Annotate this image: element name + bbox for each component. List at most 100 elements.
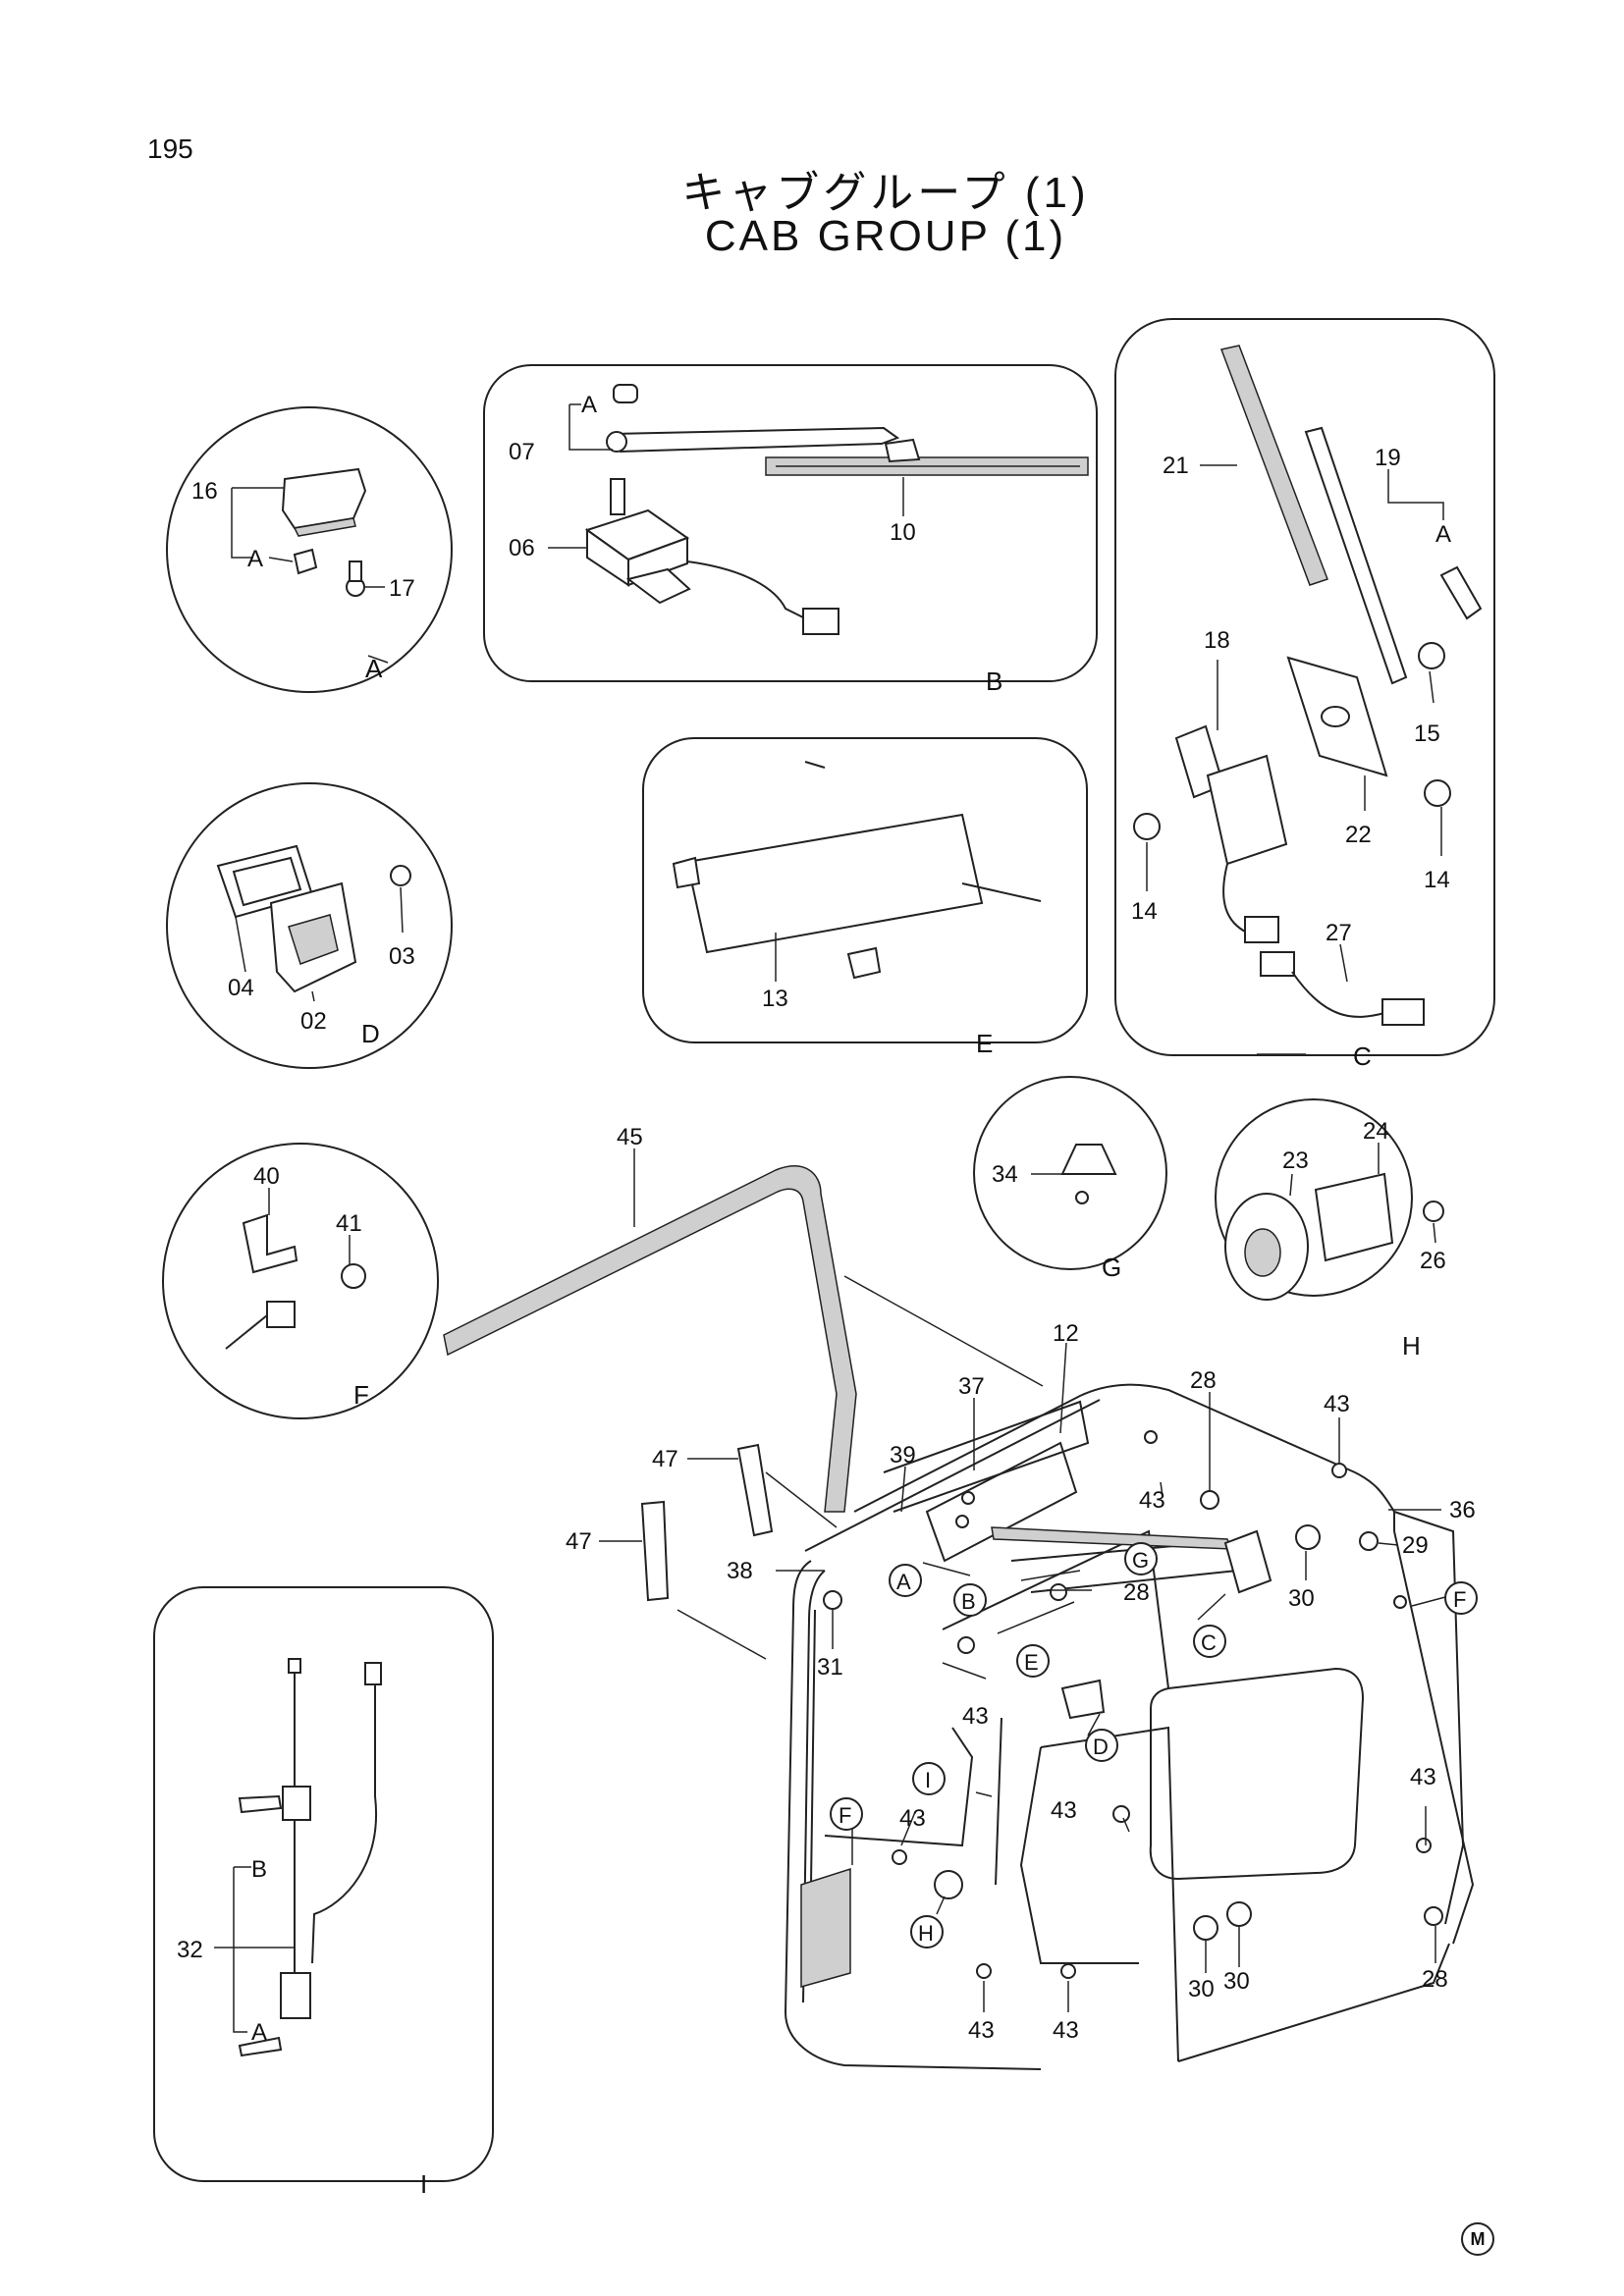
callout-31: 31 (817, 1654, 843, 1681)
detail-d-frame (166, 782, 453, 1069)
ref-circle-a: A (896, 1570, 911, 1594)
bracket-40-part (242, 1213, 298, 1274)
callout-39: 39 (890, 1442, 916, 1468)
callout-27: 27 (1326, 920, 1352, 946)
detail-b-group: A 07 06 10 B (483, 364, 1098, 696)
ref-circle-g: G (1132, 1548, 1149, 1573)
detail-b-frame (483, 364, 1098, 682)
callout-43-left: 43 (962, 1703, 989, 1730)
strip-47-upper-part (736, 1443, 774, 1537)
callout-30-lower-right: 30 (1223, 1968, 1250, 1995)
callout-06: 06 (509, 535, 535, 561)
detail-label-b: B (986, 667, 1002, 696)
callout-07: 07 (509, 439, 535, 465)
detail-label-g: G (1102, 1253, 1121, 1282)
callout-43-bottom-left: 43 (968, 2017, 995, 2044)
callout-22: 22 (1345, 822, 1372, 848)
detail-label-e: E (976, 1029, 993, 1058)
callout-32: 32 (177, 1937, 203, 1963)
screw-b-part (238, 1794, 283, 1814)
sub-ref-b-i: B (251, 1856, 267, 1883)
detail-f-group: 40 41 F (162, 1143, 439, 1419)
ref-circle-c: C (1201, 1630, 1217, 1655)
speaker-grille-part (1314, 1172, 1394, 1262)
detail-g-group: 34 G (973, 1076, 1167, 1282)
page-number: 195 (147, 133, 193, 164)
nut-15-part (1418, 642, 1445, 669)
ref-circle-d: D (1093, 1735, 1109, 1759)
callout-28-mid: 28 (1123, 1579, 1150, 1606)
detail-e-frame (642, 737, 1088, 1043)
callout-43-right: 43 (1410, 1764, 1436, 1790)
dome-light-part (1060, 1144, 1117, 1175)
antenna-cable-part (311, 1669, 378, 1964)
detail-h-frame (1215, 1098, 1413, 1297)
detail-label-i: I (420, 2169, 427, 2199)
callout-30-upper: 30 (1288, 1585, 1315, 1612)
maker-mark: M (1461, 2222, 1494, 2256)
bulb-part (293, 548, 318, 575)
callout-36: 36 (1449, 1497, 1476, 1523)
bolt-41-part (341, 1263, 366, 1289)
callout-43-top: 43 (1324, 1391, 1350, 1417)
sub-ref-a-i: A (251, 2019, 267, 2046)
cab-body (784, 1383, 1475, 2070)
weather-strip-45: 45 (443, 1124, 1044, 1513)
cab-callouts: 12 37 39 38 31 28 43 36 29 30 43 28 43 4… (727, 1320, 1476, 2044)
callout-43-mid: 43 (899, 1805, 926, 1832)
detail-f-frame (162, 1143, 439, 1419)
screw-03-part (390, 865, 411, 886)
page-title-english: CAB GROUP (1) (704, 212, 1067, 260)
callout-15: 15 (1414, 721, 1440, 747)
detail-c-group: 21 19 A 18 15 22 14 14 27 C (1114, 318, 1495, 1071)
callout-29: 29 (1402, 1532, 1429, 1559)
callout-28-bottom: 28 (1422, 1966, 1448, 1993)
strips-47: 47 47 (566, 1443, 838, 1660)
callout-23: 23 (1282, 1148, 1309, 1174)
bolt-14-part (1424, 779, 1451, 807)
callout-38: 38 (727, 1558, 753, 1584)
callout-16: 16 (191, 478, 218, 505)
callout-13: 13 (762, 986, 788, 1012)
wiper-arm-part (611, 426, 900, 454)
callout-10: 10 (890, 519, 916, 546)
callout-30-lower-left: 30 (1188, 1976, 1215, 2002)
callout-28-top: 28 (1190, 1367, 1217, 1394)
detail-label-d: D (361, 1019, 380, 1048)
fastener-28-upper-part (1200, 1490, 1219, 1510)
callout-43-roof: 43 (1139, 1487, 1165, 1514)
switch-part (266, 1301, 296, 1328)
callout-14-right: 14 (1424, 867, 1450, 893)
callout-41: 41 (336, 1210, 362, 1237)
fastener-28-lower-part (1424, 1906, 1443, 1926)
sub-ref-a-c: A (1435, 521, 1451, 548)
screw-a-part (238, 2036, 283, 2057)
detail-a-group: 16 A 17 A (166, 406, 453, 693)
callout-24: 24 (1363, 1118, 1389, 1145)
door-window (1149, 1667, 1365, 1881)
callout-19: 19 (1375, 445, 1401, 471)
fastener-29-part (1359, 1531, 1379, 1551)
sub-ref-a-b: A (581, 392, 597, 418)
ref-circle-b: B (961, 1589, 976, 1614)
strip-47-lower-part (640, 1500, 670, 1602)
callout-47-upper: 47 (652, 1446, 678, 1472)
detail-c-frame (1114, 318, 1495, 1056)
cab-detail-refs: A B G E C F D I F H (830, 1542, 1478, 1949)
callout-34: 34 (992, 1161, 1018, 1188)
grommet-30-upper-part (1295, 1524, 1321, 1550)
callout-40: 40 (253, 1163, 280, 1190)
callout-47-lower: 47 (566, 1528, 592, 1555)
sub-ref-a: A (247, 546, 263, 572)
callout-14-left: 14 (1131, 898, 1158, 925)
callout-45: 45 (617, 1124, 643, 1150)
detail-i-frame (153, 1586, 494, 2182)
detail-a-frame (166, 406, 453, 693)
grommet-30-lower-left-part (1193, 1915, 1218, 1941)
wiper-blade-c-part (1219, 345, 1328, 586)
callout-18: 18 (1204, 627, 1230, 654)
callout-43-bottom-right: 43 (1053, 2017, 1079, 2044)
callout-03: 03 (389, 943, 415, 970)
callout-04: 04 (228, 975, 254, 1001)
